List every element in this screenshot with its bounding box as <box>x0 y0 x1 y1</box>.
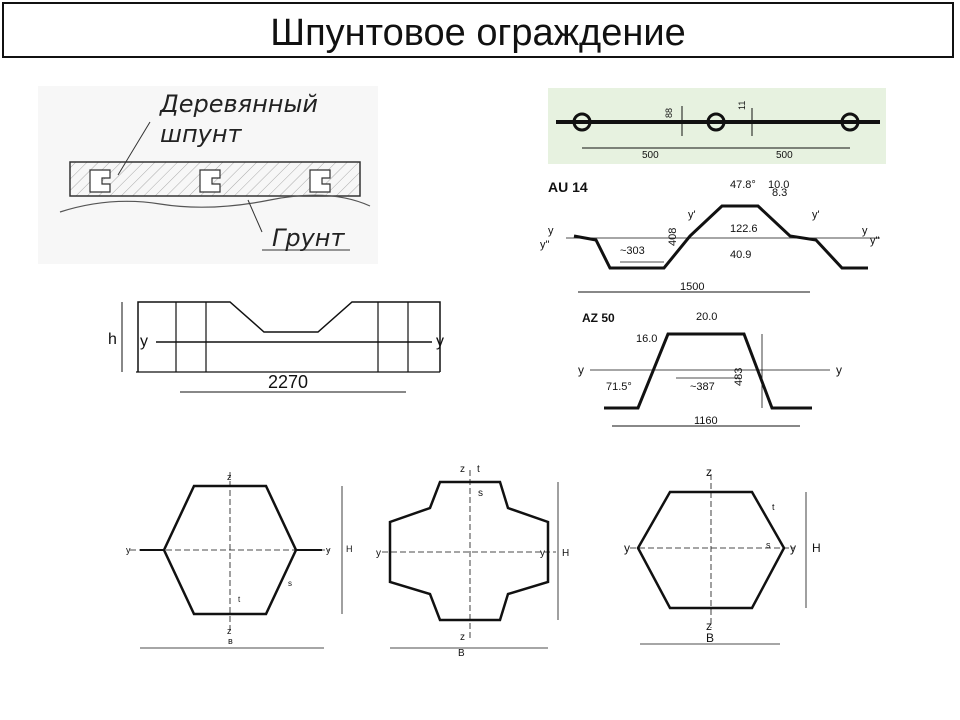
au14-y2-left: y" <box>540 239 550 251</box>
au14-yp2: y' <box>812 209 820 221</box>
az50-d-top: 20.0 <box>696 311 717 323</box>
box2-b: B <box>458 648 465 659</box>
box2-z-bot: z <box>460 632 465 643</box>
larssen-y-left: y <box>140 333 148 350</box>
box1-z-top: z <box>227 472 232 482</box>
au14-d1: 10.0 <box>768 179 789 191</box>
larssen-y-right: y <box>436 333 444 350</box>
az50-y-right: y <box>836 363 842 377</box>
larssen-h: h <box>108 331 117 348</box>
ground-line <box>59 194 371 213</box>
au14-width: 1500 <box>680 281 704 293</box>
box2-s: s <box>478 488 483 499</box>
wood-pile-drawing: Деревянный шпунт Грунт <box>38 86 378 264</box>
box-pile-3: z z y y H B t s <box>624 465 821 645</box>
box3-z-bot: z <box>706 619 712 633</box>
box3-t: t <box>772 502 775 512</box>
box3-h: H <box>812 541 821 555</box>
flat-pile-drawing: 500 500 88 11 <box>548 88 886 164</box>
wood-label-2: шпунт <box>160 120 243 148</box>
au14-d2: 8.3 <box>772 187 787 199</box>
box3-b: B <box>706 631 714 645</box>
au14-drawing: AU 14 47.8° 10.0 8.3 122.6 40.9 408 ~303… <box>540 179 880 293</box>
box1-s: s <box>288 579 292 588</box>
box3-z-top: z <box>706 465 712 479</box>
larssen-profile <box>137 301 441 372</box>
box1-y-left: y <box>126 545 131 555</box>
box-pile-1: z z y y H в t s <box>126 472 353 649</box>
box2-z: z <box>460 464 465 475</box>
box1-t: t <box>238 595 241 604</box>
slide-title: Шпунтовое ограждение <box>270 12 686 54</box>
az50-angle: 71.5° <box>606 381 632 393</box>
wood-tongue-grooves <box>89 169 331 193</box>
box3-hexagon <box>636 490 786 610</box>
box3-s: s <box>766 540 771 550</box>
au14-y2-right: y" <box>870 235 880 247</box>
au14-name: AU 14 <box>548 179 588 195</box>
title-box: Шпунтовое ограждение <box>2 2 954 58</box>
au14-y-right: y <box>862 225 868 237</box>
au14-angle: 47.8° <box>730 179 756 191</box>
box1-z-bot: z <box>227 626 232 636</box>
flat-lock-1 <box>572 112 592 132</box>
ground-label: Грунт <box>272 224 346 252</box>
wood-leader <box>117 121 151 176</box>
larssen-drawing: h y y 2270 <box>108 301 444 393</box>
box2-outline <box>388 480 550 622</box>
au14-profile <box>573 204 868 270</box>
az50-d-thk: 16.0 <box>636 333 657 345</box>
flat-lock-3 <box>840 112 860 132</box>
flat-lock-2 <box>706 112 726 132</box>
box2-h: H <box>562 548 569 559</box>
box2-t: t <box>477 464 480 475</box>
box3-y-right: y <box>790 541 796 555</box>
au14-yp1: y' <box>688 209 696 221</box>
au14-d6: ~303 <box>620 245 645 257</box>
az50-y-left: y <box>578 363 584 377</box>
az50-profile <box>604 332 812 410</box>
ground-leader <box>247 199 263 233</box>
az50-width: 1160 <box>694 415 718 427</box>
flat-dim-h2: 500 <box>776 150 793 161</box>
box1-b: в <box>228 636 233 646</box>
box2-y-right: y <box>540 548 545 559</box>
box3-y-left: y <box>624 541 630 555</box>
au14-d5: 408 <box>667 228 679 246</box>
flat-pile-bg <box>548 88 886 164</box>
au14-d4: 40.9 <box>730 249 751 261</box>
box2-y-left: y <box>376 548 381 559</box>
az50-height: 483 <box>733 368 745 386</box>
flat-dim-v1-label: 88 <box>664 108 674 118</box>
flat-dim-v2-label: 11 <box>737 101 747 110</box>
au14-y-left: y <box>548 225 554 237</box>
au14-d3: 122.6 <box>730 223 758 235</box>
az50-name: AZ 50 <box>582 311 615 325</box>
flat-dim-h1: 500 <box>642 150 659 161</box>
box-pile-2: z t s z y y H B <box>376 464 569 659</box>
larssen-width: 2270 <box>268 372 308 392</box>
az50-drawing: AZ 50 20.0 16.0 71.5° ~387 483 1160 y y <box>578 311 842 427</box>
box1-h: H <box>346 544 353 554</box>
az50-d-mid: ~387 <box>690 381 715 393</box>
wood-label-1: Деревянный <box>159 90 318 118</box>
box1-y-right: y <box>326 545 331 555</box>
